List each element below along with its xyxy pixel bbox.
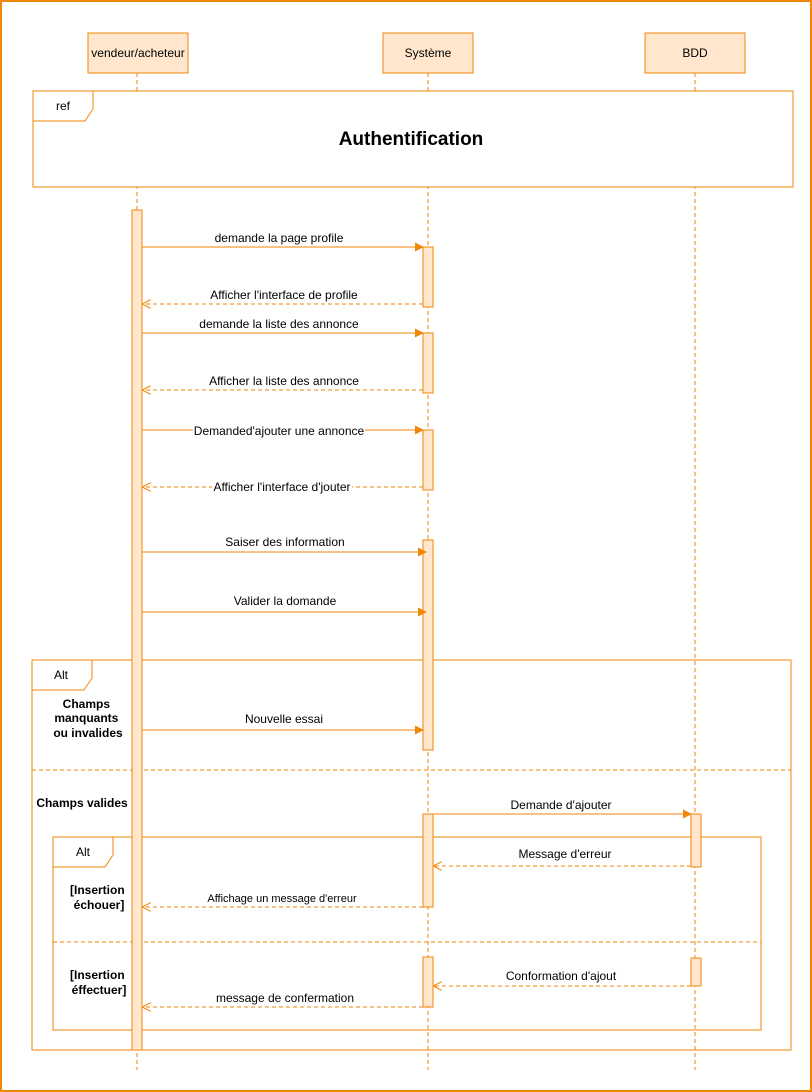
message-confermation[interactable]: message de confermation (143, 991, 423, 1007)
alt-frame-inner[interactable]: Alt [Insertion échouer] [Insertion éffec… (52, 836, 762, 1031)
alt-guard: [Insertion échouer] (70, 883, 128, 912)
message-saiser-information[interactable]: Saiser des information (142, 535, 427, 557)
message-label: Saiser des information (225, 535, 344, 549)
message-label: Conformation d'ajout (506, 969, 617, 983)
activation-bar-system (422, 246, 434, 308)
ref-frame-title: Authentification (339, 129, 484, 150)
activation-bar-system (422, 429, 434, 491)
message-label: Afficher l'interface d'jouter (213, 480, 350, 494)
message-label: Afficher l'interface de profile (210, 288, 358, 302)
alt-frame-tag: Alt (54, 668, 69, 682)
message-label: Demanded'ajouter une annonce (194, 424, 365, 438)
message-conformation-ajout[interactable]: Conformation d'ajout (434, 969, 691, 986)
message-nouvelle-essai[interactable]: Nouvelle essai (142, 712, 424, 735)
message-label: Message d'erreur (519, 847, 612, 861)
message-message-erreur[interactable]: Message d'erreur (434, 847, 691, 866)
ref-frame-tag: ref (56, 99, 71, 113)
participant-label: Système (405, 46, 452, 60)
message-label: message de confermation (216, 991, 354, 1005)
activation-bar-system (422, 332, 434, 394)
activation-bar-system (422, 956, 434, 1008)
alt-guard: Champs manquants ou invalides (53, 697, 123, 740)
activation-bar-bdd (690, 957, 702, 987)
message-label: Valider la domande (234, 594, 337, 608)
message-afficher-interface-profile[interactable]: Afficher l'interface de profile (143, 288, 423, 304)
message-demande-liste-annonce[interactable]: demande la liste des annonce (142, 317, 424, 338)
participant-label: BDD (682, 46, 708, 60)
participant-bdd[interactable]: BDD (644, 32, 746, 74)
participant-system[interactable]: Système (382, 32, 474, 74)
message-label: demande la liste des annonce (199, 317, 359, 331)
alt-guard-line: ou invalides (53, 726, 123, 740)
alt-guard-line: échouer] (74, 898, 125, 912)
alt-guard-line: [Insertion (70, 883, 125, 897)
message-label: Afficher la liste des annonce (209, 374, 359, 388)
message-demande-page-profile[interactable]: demande la page profile (142, 231, 424, 252)
message-afficher-liste-annonce[interactable]: Afficher la liste des annonce (143, 374, 423, 390)
alt-guard-line: Champs valides (36, 796, 128, 810)
message-label: demande la page profile (215, 231, 344, 245)
activation-bar-user (131, 209, 143, 1051)
activation-bar-bdd (690, 813, 702, 868)
message-demande-ajouter-annonce[interactable]: Demanded'ajouter une annonce (142, 423, 424, 438)
participant-user[interactable]: vendeur/acheteur (87, 32, 189, 74)
activation-bar-system (422, 539, 434, 751)
message-affichage-message-erreur[interactable]: Affichage un message d'erreur (143, 893, 423, 907)
alt-guard-line: [Insertion (70, 968, 125, 982)
message-demande-ajouter[interactable]: Demande d'ajouter (433, 798, 692, 819)
ref-frame[interactable]: ref Authentification (32, 90, 794, 188)
activation-bar-system (422, 813, 434, 908)
alt-guard: Champs valides (36, 796, 128, 810)
message-valider-domande[interactable]: Valider la domande (142, 594, 427, 617)
message-label: Demande d'ajouter (510, 798, 611, 812)
alt-guard-line: Champs (63, 697, 111, 711)
alt-frame-outer[interactable]: Alt Champs manquants ou invalides Champs… (31, 659, 792, 1051)
alt-guard-line: éffectuer] (72, 983, 127, 997)
alt-guard: [Insertion éffectuer] (70, 968, 128, 997)
message-afficher-interface-ajouter[interactable]: Afficher l'interface d'jouter (143, 480, 423, 494)
alt-frame-tag: Alt (76, 845, 91, 859)
message-label-background (193, 423, 365, 437)
message-label: Nouvelle essai (245, 712, 323, 726)
message-label-background (212, 480, 352, 494)
participant-label: vendeur/acheteur (91, 46, 184, 60)
message-label: Affichage un message d'erreur (207, 893, 357, 905)
alt-guard-line: manquants (54, 711, 118, 725)
